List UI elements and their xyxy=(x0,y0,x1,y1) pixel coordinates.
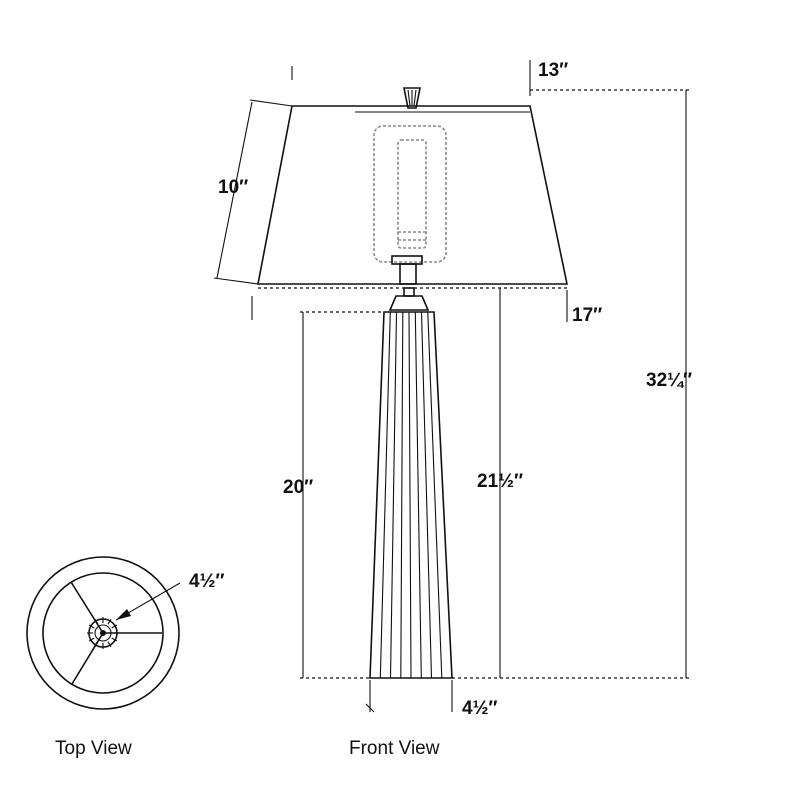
shade-outline xyxy=(257,105,568,285)
dimension-shade-height: 10″ xyxy=(213,99,293,285)
dimension-base-width: 4½″ xyxy=(365,680,498,719)
harp-ghost xyxy=(373,125,447,263)
finial-center xyxy=(94,624,112,642)
finial-body xyxy=(403,87,421,109)
neck-knob xyxy=(403,287,415,297)
finial-tooth xyxy=(94,641,99,648)
socket-tube xyxy=(397,139,427,249)
base-cap xyxy=(388,295,430,311)
finial-dot xyxy=(100,630,106,636)
caption-front-view: Front View xyxy=(349,738,440,759)
harp-spoke xyxy=(71,632,104,685)
top-view: 4½″ xyxy=(26,556,225,710)
finial-tooth xyxy=(107,618,112,625)
finial-tooth xyxy=(111,637,118,642)
dimension-base-height: 20″ xyxy=(283,311,384,679)
top-view-inner-ring xyxy=(42,572,164,694)
lamp-shade xyxy=(257,105,568,289)
dim-arrowhead xyxy=(116,609,131,620)
dim-label-base-height: 20″ xyxy=(283,477,313,498)
finial-tooth xyxy=(107,641,112,648)
dimension-shade-bottom: 17″ xyxy=(251,290,602,326)
finial-tooth xyxy=(94,618,99,625)
neck-stem xyxy=(399,263,417,285)
dimension-height-to-shade: 21½″ xyxy=(477,288,523,678)
dim-label-base-width: 4½″ xyxy=(462,698,498,719)
harp-frame xyxy=(373,125,447,263)
finial-rib xyxy=(407,89,411,107)
dim-label-shade-height: 10″ xyxy=(218,177,248,198)
base-flute-line xyxy=(379,311,391,679)
finial-tooth xyxy=(88,637,95,642)
finial-tooth xyxy=(88,624,95,629)
base-flute-line xyxy=(389,311,398,679)
base-flute-line xyxy=(414,311,422,679)
dim-label-height-to-shade: 21½″ xyxy=(477,471,523,492)
base-flute-line xyxy=(400,311,404,679)
finial-tooth xyxy=(111,624,118,629)
finial xyxy=(403,87,421,109)
dim-extension xyxy=(213,277,259,285)
base-flute-line xyxy=(427,311,443,679)
finial-rib xyxy=(413,89,417,107)
harp-spoke xyxy=(70,581,104,634)
dim-line xyxy=(216,101,253,279)
neck-fitting xyxy=(388,255,430,311)
base-flute-line xyxy=(408,311,412,679)
dimension-shade-top: 13″ xyxy=(291,60,568,96)
dim-tick xyxy=(365,703,375,713)
dim-label-shade-top: 13″ xyxy=(538,60,568,81)
top-view-outer-ring xyxy=(26,556,180,710)
fluted-base xyxy=(369,311,453,679)
base-flute-line xyxy=(420,311,433,679)
base-flutes xyxy=(379,311,443,679)
dim-label-shade-bottom: 17″ xyxy=(572,305,602,326)
dimension-overall-height: 32¼″ xyxy=(452,89,692,679)
dim-label-finial: 4½″ xyxy=(189,571,225,592)
caption-top-view: Top View xyxy=(55,738,132,759)
finial-teeth xyxy=(87,617,119,649)
dim-label-overall-height: 32¼″ xyxy=(646,370,692,391)
dim-extension xyxy=(249,99,293,107)
